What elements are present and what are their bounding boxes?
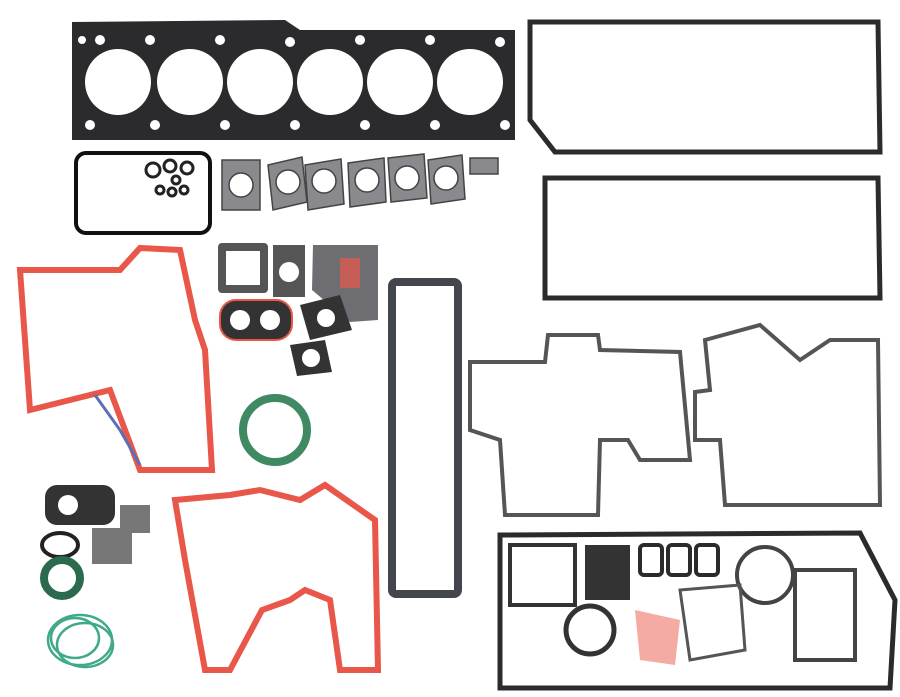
valve-cover-gasket [74, 151, 212, 235]
timing-cover-sealant-left [93, 394, 142, 466]
exhaust-manifold-gaskets [221, 153, 499, 211]
cylinder-head-gasket [72, 20, 515, 140]
o-ring-set [144, 158, 195, 198]
timing-cover-gasket-left [16, 244, 216, 473]
side-cover-gasket [388, 278, 462, 598]
oil-pan-gasket-lower [497, 530, 898, 691]
turbo-gaskets [218, 243, 378, 376]
timing-cover-gasket-bottom [171, 481, 382, 673]
gear-housing-gasket-right [693, 322, 883, 507]
crankshaft-seal [239, 394, 311, 466]
oil-pan-gasket-upper [527, 19, 883, 301]
small-seals-set [40, 485, 150, 669]
gear-housing-gasket-center [468, 333, 693, 517]
